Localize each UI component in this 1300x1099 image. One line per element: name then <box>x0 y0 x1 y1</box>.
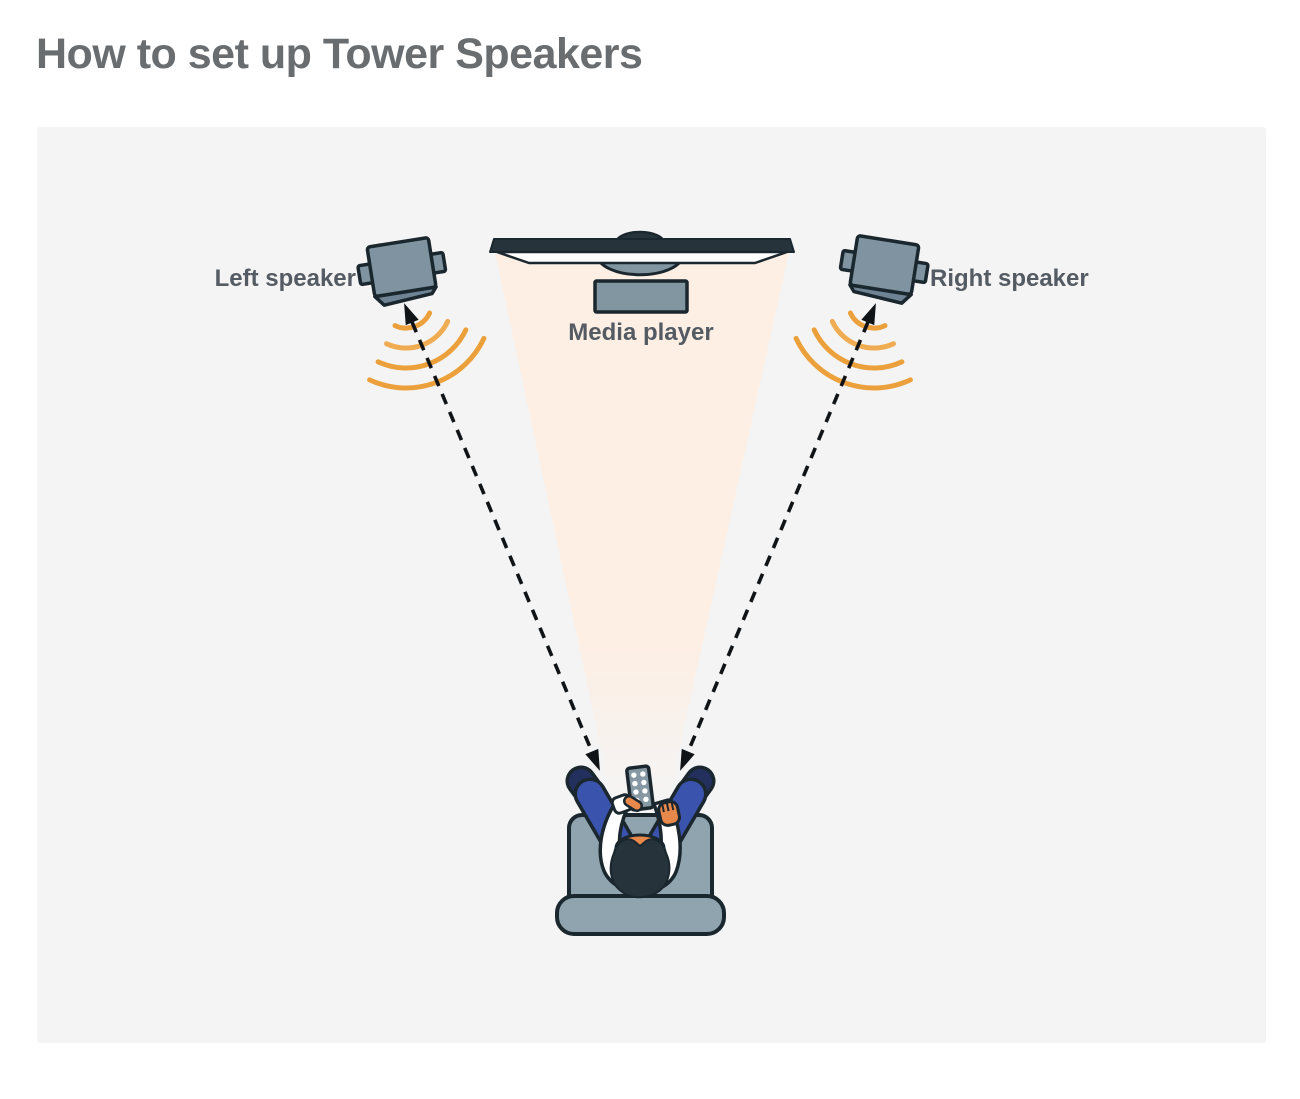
listener-person <box>565 764 716 899</box>
right-speaker <box>838 234 930 305</box>
armchair-backrest <box>555 894 726 936</box>
hair <box>609 838 671 899</box>
tv-frame-edge <box>495 250 789 265</box>
left-speaker-body <box>365 236 438 298</box>
left-speaker-label: Left speaker <box>215 265 356 292</box>
right-speaker-body <box>848 234 921 296</box>
tv-top-view <box>489 230 795 277</box>
right-hand <box>657 800 681 827</box>
page-title: How to set up Tower Speakers <box>36 30 643 78</box>
left-thumb <box>625 797 641 810</box>
media-player-label: Media player <box>568 319 713 346</box>
right-speaker-label: Right speaker <box>930 265 1089 292</box>
media-player-box <box>593 279 689 314</box>
left-speaker <box>356 236 448 307</box>
tv-panel-bar <box>489 238 795 253</box>
